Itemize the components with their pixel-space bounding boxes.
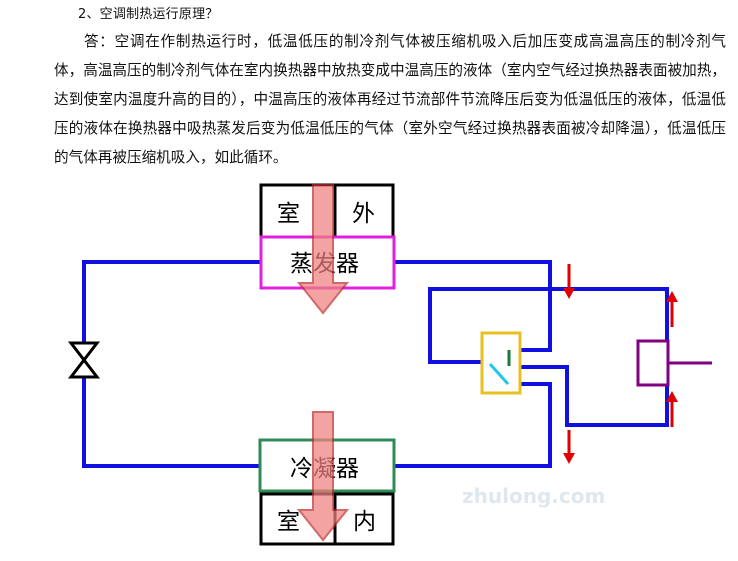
- expansion-valve-icon: [67, 341, 101, 379]
- indoor-label-right: 内: [353, 509, 376, 535]
- flow-arrows: [563, 264, 678, 464]
- answer-paragraph: 答：空调在作制热运行时，低温低压的制冷剂气体被压缩机吸入后加压变成高温高压的制冷…: [54, 33, 726, 166]
- pipe-left-loop: [82, 260, 261, 468]
- question-title: 2、空调制热运行原理？: [78, 7, 219, 22]
- compressor-icon: [636, 339, 712, 387]
- outdoor-label-left: 室: [277, 201, 300, 227]
- flow-arrow-down-icon: [563, 430, 575, 464]
- refrigerant-pipes: [82, 260, 669, 468]
- flow-arrow-up-icon: [666, 391, 678, 427]
- pipe-valve-to-compressor-bottom: [520, 365, 669, 427]
- heat-flow-arrow-indoor-icon: [296, 411, 350, 542]
- flow-arrow-down-icon: [563, 264, 575, 299]
- outdoor-label-right: 外: [352, 201, 375, 227]
- indoor-label-left: 室: [277, 509, 300, 535]
- flow-arrow-up-icon: [666, 291, 678, 327]
- pipe-condenser-to-valve: [394, 382, 552, 468]
- four-way-valve-icon: [480, 331, 522, 395]
- pipe-evaporator-to-valve: [394, 260, 552, 352]
- watermark-text: zhulong.com: [462, 484, 605, 508]
- heat-flow-arrow-outdoor-icon: [296, 184, 350, 315]
- pipe-valve-to-compressor-top: [428, 287, 669, 364]
